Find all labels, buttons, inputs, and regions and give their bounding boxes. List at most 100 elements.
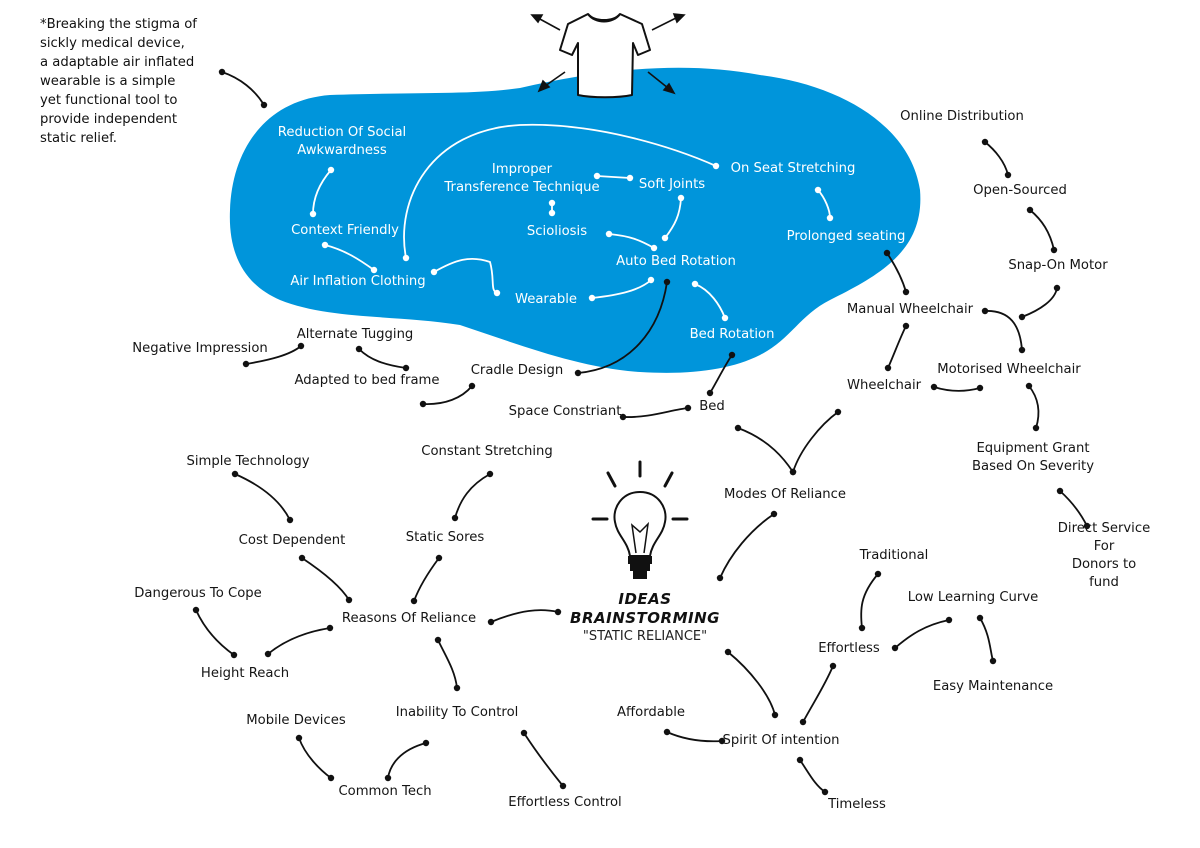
connector-dot	[453, 684, 461, 692]
connector-dot	[874, 570, 882, 578]
node-wheelchair: Wheelchair	[846, 378, 922, 393]
connector-dot	[721, 314, 729, 322]
connector-dot	[548, 209, 556, 217]
connector-line	[622, 407, 689, 418]
connector-dot	[574, 369, 582, 377]
connector-dot	[605, 230, 613, 238]
connector-line	[437, 639, 458, 689]
connector-dot	[884, 364, 892, 372]
connector-dot	[327, 166, 335, 174]
connector-line	[577, 281, 668, 374]
node-scioliosis: Scioliosis	[526, 224, 588, 239]
central-subtitle: "STATIC RELIANCE"	[582, 629, 708, 644]
connector-dot	[486, 470, 494, 478]
connector-dot	[650, 244, 658, 252]
connector-line	[267, 627, 331, 655]
connector-dot	[684, 404, 692, 412]
connector-dot	[814, 186, 822, 194]
connector-dot	[891, 644, 899, 652]
node-affordable: Affordable	[617, 705, 685, 720]
connector-dot	[493, 289, 501, 297]
connector-dot	[1026, 206, 1034, 214]
connector-dot	[718, 737, 726, 745]
connector-dot	[559, 782, 567, 790]
node-open-sourced: Open-Sourced	[973, 183, 1067, 198]
node-easy-maintenance: Easy Maintenance	[932, 679, 1054, 694]
connector-dot	[1018, 313, 1026, 321]
connector-dot	[1025, 382, 1033, 390]
connector-line	[324, 244, 375, 271]
connector-line	[933, 386, 981, 392]
connector-line	[799, 759, 826, 793]
node-static-sores: Static Sores	[405, 530, 485, 545]
node-height-reach: Height Reach	[200, 666, 290, 681]
connector-line	[979, 617, 994, 662]
connector-line	[887, 325, 907, 369]
connector-dot	[309, 210, 317, 218]
connector-line	[860, 573, 879, 629]
connector-dot	[981, 307, 989, 315]
node-modes-of-reliance: Modes Of Reliance	[723, 487, 847, 502]
central-title-line1: IDEAS	[618, 590, 672, 608]
node-snap-on-motor: Snap-On Motor	[1008, 258, 1108, 273]
connector-dot	[286, 516, 294, 524]
connector-line	[221, 71, 265, 106]
connector-line	[1059, 490, 1088, 527]
connector-dot	[242, 360, 250, 368]
connector-dot	[402, 364, 410, 372]
node-dangerous-to-cope: Dangerous To Cope	[134, 586, 262, 601]
connector-dot	[663, 728, 671, 736]
connector-line	[664, 197, 682, 239]
node-context-friendly: Context Friendly	[291, 223, 399, 238]
connector-dot	[321, 241, 329, 249]
node-direct-service: Direct Service For Donors to fund	[1057, 521, 1151, 590]
connector-dot	[468, 382, 476, 390]
connector-dot	[1053, 284, 1061, 292]
connector-dot	[345, 596, 353, 604]
connector-dot	[370, 266, 378, 274]
connector-dot	[661, 234, 669, 242]
connector-dot	[1032, 424, 1040, 432]
node-motorised-wheelchair: Motorised Wheelchair	[937, 362, 1081, 377]
connector-dot	[422, 739, 430, 747]
node-wearable: Wearable	[514, 292, 578, 307]
central-title-line2: BRAINSTORMING	[570, 609, 720, 627]
connector-dot	[789, 468, 797, 476]
connector-dot	[821, 788, 829, 796]
connector-dot	[451, 514, 459, 522]
connector-dots	[192, 68, 1091, 796]
connector-dot	[326, 624, 334, 632]
connector-dot	[989, 657, 997, 665]
connector-line	[666, 731, 723, 743]
connector-line	[984, 310, 1023, 351]
connector-line	[727, 651, 776, 716]
connector-line	[454, 473, 491, 519]
node-alternate-tugging: Alternate Tugging	[296, 327, 414, 342]
connector-line	[312, 169, 332, 215]
connector-dot	[858, 624, 866, 632]
connector-line	[387, 742, 427, 779]
connector-line	[403, 123, 717, 259]
connector-line	[886, 252, 907, 293]
node-inability-to-control: Inability To Control	[395, 705, 519, 720]
node-timeless: Timeless	[828, 797, 886, 812]
connector-dot	[402, 254, 410, 262]
connector-line	[358, 348, 407, 369]
connector-line	[792, 411, 839, 473]
node-mobile-devices: Mobile Devices	[246, 713, 346, 728]
node-prolonged-seating: Prolonged seating	[786, 229, 906, 244]
connector-dot	[554, 608, 562, 616]
connector-dot	[677, 194, 685, 202]
connector-dot	[799, 718, 807, 726]
connector-line	[234, 473, 291, 521]
connector-dot	[770, 510, 778, 518]
connector-dot	[355, 345, 363, 353]
node-improper-transference: Improper Transference Technique	[444, 162, 600, 195]
blue-blob	[229, 67, 921, 373]
node-bed: Bed	[699, 399, 725, 414]
connector-dot	[647, 276, 655, 284]
connector-line	[802, 665, 834, 723]
node-auto-bed-rotation: Auto Bed Rotation	[616, 254, 736, 269]
connector-dot	[771, 711, 779, 719]
connector-line	[195, 609, 235, 656]
